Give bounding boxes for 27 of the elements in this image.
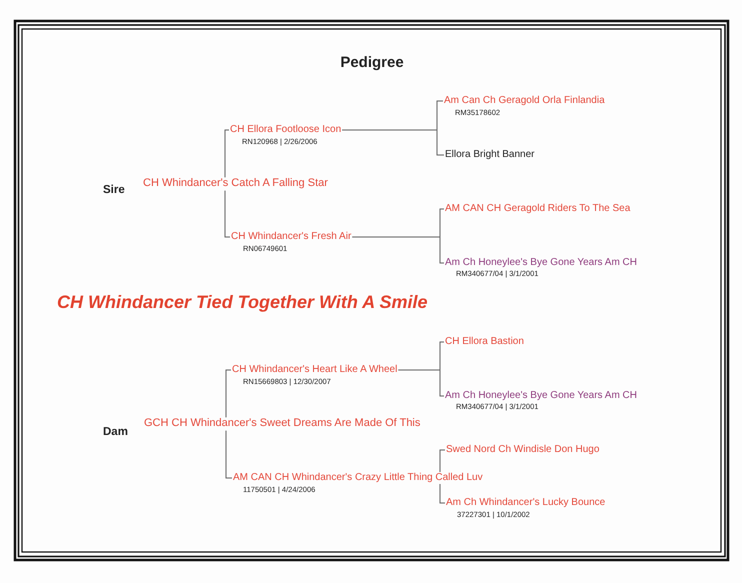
connector-line xyxy=(398,370,444,396)
pedigree-name: AM CAN CH Whindancer's Crazy Little Thing Called Luv xyxy=(233,472,483,484)
pedigree-name: CH Whindancer's Catch A Falling Star xyxy=(143,177,328,191)
connector-line xyxy=(352,236,444,264)
pedigree-name: AM CAN CH Geragold Riders To The Sea xyxy=(445,203,630,215)
pedigree-name: Am Ch Honeylee's Bye Gone Years Am CH xyxy=(445,390,638,402)
pedigree-name: Am Ch Whindancer's Lucky Bounce xyxy=(446,497,606,509)
connector-line xyxy=(224,190,230,238)
connector-line xyxy=(440,450,446,472)
pedigree-name: CH Ellora Footloose Icon xyxy=(230,124,342,136)
page-title: Pedigree xyxy=(340,54,404,72)
pedigree-name: CH Whindancer's Fresh Air xyxy=(231,231,352,243)
connector-line xyxy=(226,430,232,478)
pedigree-name: GCH CH Whindancer's Sweet Dreams Are Made Of This xyxy=(144,417,420,431)
role-label: Sire xyxy=(103,184,125,198)
connector-line xyxy=(342,130,444,156)
connector-line xyxy=(440,484,446,504)
pedigree-name: Swed Nord Ch Windisle Don Hugo xyxy=(446,444,600,456)
pedigree-name: CH Whindancer's Heart Like A Wheel xyxy=(232,364,398,376)
pedigree-name: CH Ellora Bastion xyxy=(445,336,524,348)
connector-line xyxy=(226,370,232,418)
pedigree-name: Ellora Bright Banner xyxy=(445,149,534,161)
pedigree-name: Am Ch Honeylee's Bye Gone Years Am CH xyxy=(445,257,638,269)
connector-line xyxy=(224,130,230,178)
subject-name: CH Whindancer Tied Together With A Smile xyxy=(57,292,428,314)
pedigree-name: Am Can Ch Geragold Orla Finlandia xyxy=(444,95,605,107)
role-label: Dam xyxy=(103,426,128,440)
